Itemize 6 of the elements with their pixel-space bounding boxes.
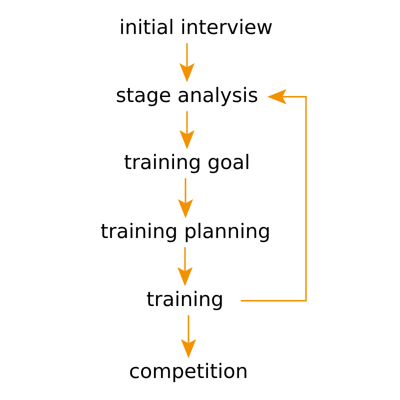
step-label: training	[146, 290, 222, 310]
step-label: competition	[130, 362, 246, 382]
step-label: initial interview	[121, 18, 272, 34]
step-label: training goal	[124, 154, 248, 174]
step-label: stage analysis	[116, 86, 258, 106]
step-label: training planning	[101, 222, 269, 242]
